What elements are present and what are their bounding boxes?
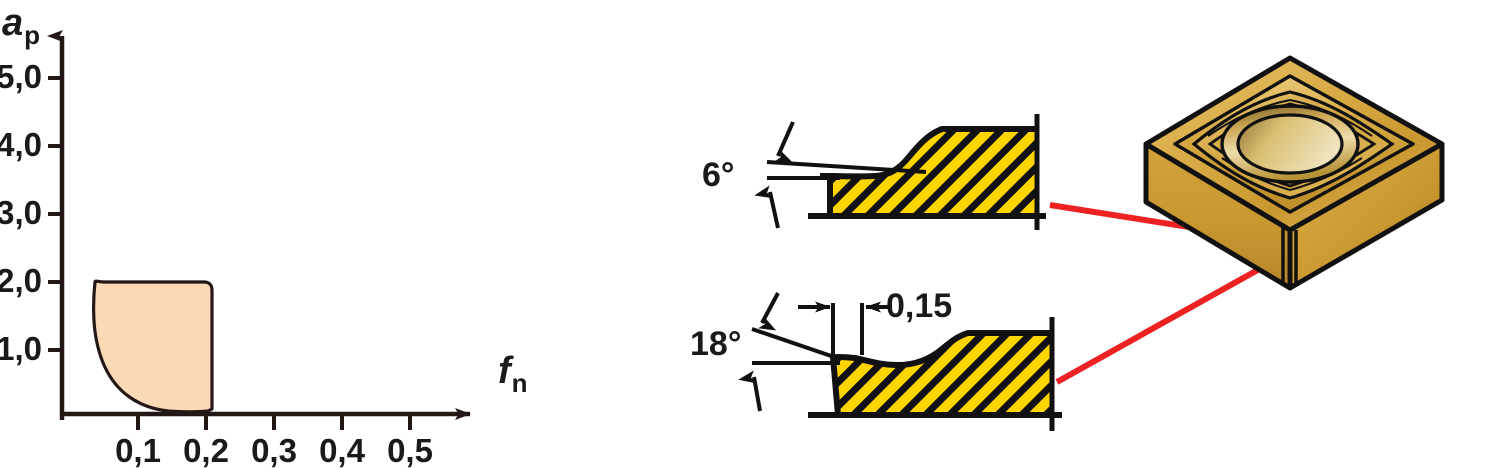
insert-bore	[1236, 113, 1344, 175]
y-tick-label-4: 4,0	[0, 126, 42, 163]
application-range-chart: ap fn	[0, 0, 560, 468]
lower-section-hatch	[833, 333, 1052, 415]
y-axis-label-subscript: p	[24, 19, 41, 50]
cutting-insert-3d	[1130, 40, 1500, 350]
y-tick-label-3: 3,0	[0, 194, 42, 231]
y-axis-ticks	[48, 76, 62, 352]
chart-canvas	[47, 30, 471, 430]
y-tick-label-1: 1,0	[0, 330, 42, 367]
y-tick-label-5: 5,0	[0, 58, 42, 95]
insert-highlight-arc-1	[1207, 99, 1291, 137]
upper-angle-arrow-bottom	[754, 185, 780, 229]
lower-angle-upper-leg	[751, 327, 841, 361]
lower-angle-arrow-bottom	[738, 370, 762, 412]
x-tick-label-3: 0,3	[251, 432, 297, 469]
lower-section-canvas	[738, 292, 1062, 431]
upper-angle-upper-leg	[766, 160, 927, 174]
x-tick-label-5: 0,5	[387, 432, 433, 469]
upper-section-hatch	[830, 129, 1037, 216]
x-axis-label-subscript: n	[511, 367, 528, 398]
angle-label-6deg: 6°	[702, 156, 735, 194]
insert-canvas	[1143, 55, 1445, 291]
insert-highlight-arc-4	[1289, 157, 1363, 191]
x-axis-label: fn	[498, 350, 528, 398]
lower-angle-arrow-top	[758, 292, 780, 331]
x-tick-label-4: 0,4	[319, 432, 365, 469]
application-range-region	[92, 279, 214, 414]
x-tick-label-2: 0,2	[183, 432, 229, 469]
y-tick-label-2: 2,0	[0, 262, 42, 299]
upper-section-canvas	[754, 114, 1046, 230]
dimension-label-0-15: 0,15	[886, 287, 953, 325]
y-axis-label: ap	[2, 2, 41, 50]
insert-highlight-arc-2	[1289, 99, 1373, 137]
upper-angle-arrow-top	[774, 121, 795, 163]
x-axis-ticks	[136, 414, 412, 430]
angle-label-18deg: 18°	[690, 325, 742, 363]
x-tick-label-1: 0,1	[115, 432, 161, 469]
lower-section-left-wall	[830, 356, 841, 416]
lower-chipbreaker-section: 18° 0,15	[690, 285, 1080, 440]
insert-highlight-arc-3	[1221, 157, 1291, 191]
lower-section-profile-line	[832, 330, 1052, 368]
upper-chipbreaker-section: 6°	[690, 100, 1070, 245]
